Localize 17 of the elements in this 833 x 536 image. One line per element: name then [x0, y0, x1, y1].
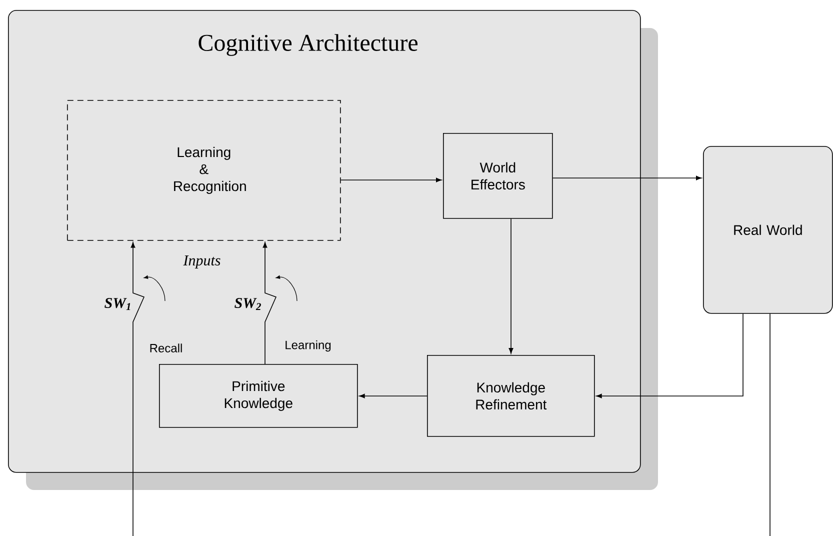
arrow	[552, 176, 702, 180]
process-box: Knowledge Refinement	[427, 355, 595, 437]
arrow	[596, 313, 744, 398]
edge-label: Learning	[286, 340, 331, 352]
arrow	[359, 394, 428, 398]
process-box: Primitive Knowledge	[159, 364, 358, 428]
rounded-box: Real World	[703, 146, 833, 314]
inputs-label: Inputs	[183, 256, 220, 269]
arrow	[340, 178, 442, 182]
switch-label: SW$_{2}$	[234, 298, 261, 310]
switch-label: SW$_{1}$	[104, 298, 130, 310]
edge-label: Recall	[150, 344, 182, 352]
process-box: World Effectors	[443, 133, 553, 219]
arrow	[262, 242, 277, 364]
dashed-box: Learning & Recognition	[67, 100, 341, 241]
arrow	[508, 218, 514, 354]
arrow	[130, 242, 145, 536]
